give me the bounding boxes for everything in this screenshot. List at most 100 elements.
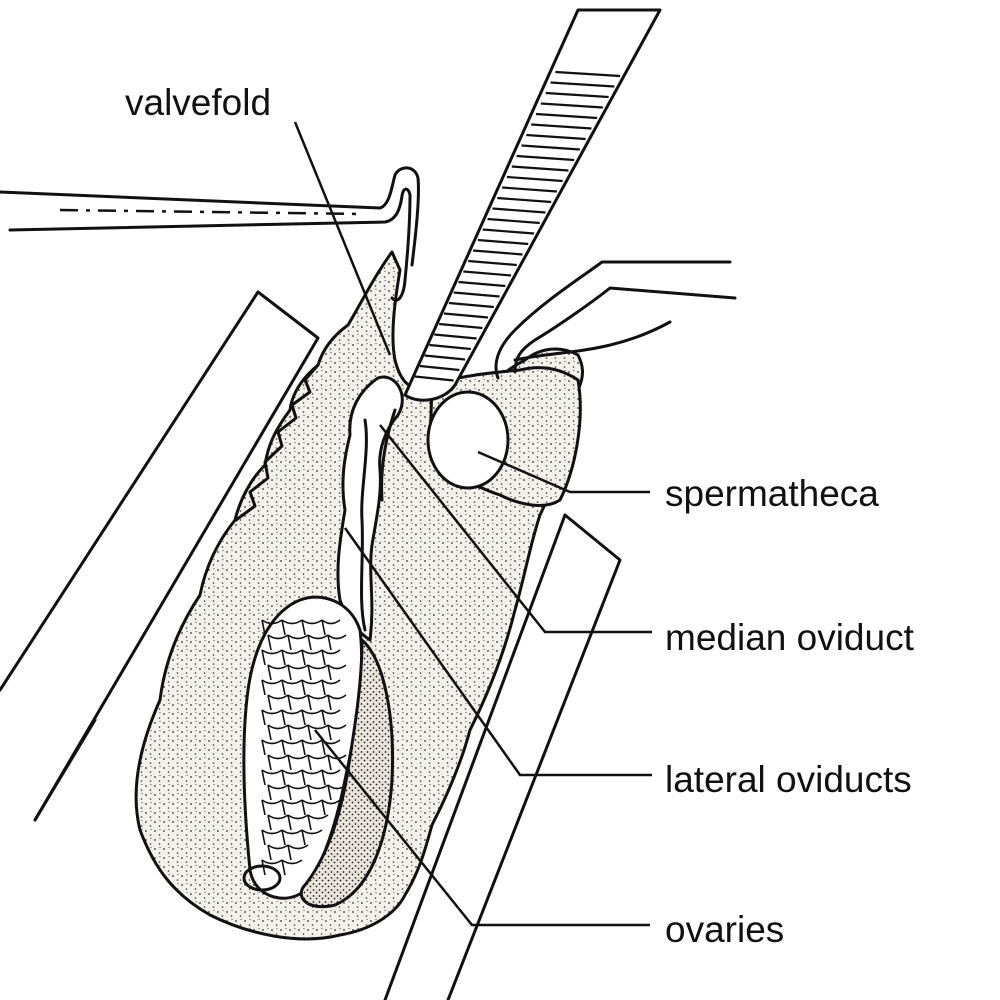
ovary-net-cell — [281, 709, 303, 726]
blade-hatch-line — [545, 91, 609, 99]
ovary-net-cell — [261, 829, 283, 846]
ovary-net-cell — [301, 649, 323, 666]
label-median-oviduct: median oviduct — [665, 617, 915, 658]
blade-hatch-line — [429, 343, 471, 351]
ovary-net-cell — [327, 664, 347, 681]
ovary-net-cell — [287, 754, 309, 771]
ovary-net-cell — [267, 634, 289, 651]
label-spermatheca: spermatheca — [665, 473, 879, 514]
blade-hatch-line — [555, 70, 621, 78]
label-valvefold: valvefold — [125, 82, 271, 123]
ovary-net-cell — [267, 844, 289, 861]
ovary-net-cell — [267, 784, 289, 801]
ovary-net-cell — [287, 694, 309, 711]
blade-hatch-line — [477, 238, 529, 246]
ovary-net-cell — [321, 709, 341, 726]
ovary-net-cell — [301, 679, 323, 696]
blade-hatch-line — [526, 133, 586, 141]
ovary-net-cell — [261, 769, 283, 786]
ovary-net-cell — [287, 844, 309, 861]
blade-hatch-line — [482, 228, 535, 235]
left-body-wall — [0, 290, 320, 822]
ovary-net-cell — [301, 829, 323, 846]
ovary-net-cell — [267, 664, 289, 681]
ovary-net-cell — [301, 709, 323, 726]
blade-hatch-line — [443, 312, 489, 319]
blade-hatch-line — [458, 280, 506, 288]
ovary-net-cell — [301, 799, 323, 816]
ovary-net-cell — [307, 784, 329, 801]
ovary-net-cell — [281, 859, 303, 876]
ovary-net-cell — [321, 799, 341, 816]
ovary-net-cell — [261, 619, 283, 636]
ovary-net-cell — [321, 769, 341, 786]
ovary-net-cell — [307, 814, 329, 831]
ovary-net-cell — [281, 649, 303, 666]
blade-hatch-line — [419, 364, 460, 372]
ovary-right — [299, 638, 394, 908]
blade-hatch-line — [448, 301, 494, 309]
ovary-net-cell — [327, 724, 347, 741]
blade-hatch-line — [511, 165, 569, 172]
label-lateral-oviducts: lateral oviducts — [665, 759, 912, 800]
blade-hatch-line — [531, 123, 592, 130]
ovary-net-cell — [281, 739, 303, 756]
spermatheca — [426, 390, 510, 490]
right-probe — [494, 260, 737, 380]
blade-hatch-line — [521, 144, 581, 151]
ovary-net-cell — [281, 619, 303, 636]
blade-hatch-line — [516, 154, 575, 162]
blade-hatch-line — [414, 375, 454, 382]
blade-hatch-line — [506, 175, 563, 183]
ovary-net-cell — [327, 694, 347, 711]
blade-hatch-line — [550, 81, 615, 88]
ovary-net-cell — [261, 739, 283, 756]
ovary-net-cell — [261, 799, 283, 816]
blade-hatch-line — [468, 259, 517, 267]
blade-hatch-line — [540, 102, 603, 109]
ovary-net-cell — [261, 709, 283, 726]
hook-probe — [0, 166, 420, 302]
ovary-net-cell — [301, 619, 323, 636]
ovary-net-cell — [287, 724, 309, 741]
ovary-net-cell — [281, 769, 303, 786]
oviduct-tubes — [336, 375, 404, 642]
ovary-net-cell — [321, 649, 341, 666]
ovary-net-cell — [281, 829, 303, 846]
ovary-net-cell — [267, 724, 289, 741]
ovary-net-cell — [307, 664, 329, 681]
ovary-net-cell — [321, 619, 341, 636]
ovary-net-cell — [321, 679, 341, 696]
label-ovaries: ovaries — [665, 909, 784, 950]
right-body-wall — [383, 513, 622, 1000]
ovary-net-cell — [261, 649, 283, 666]
blade-hatch-line — [492, 207, 546, 214]
leader-lines — [293, 121, 652, 927]
blade-hatch-line — [453, 291, 500, 298]
ovary-net-cell — [301, 769, 323, 786]
ovary-net-cell — [267, 694, 289, 711]
ovary-net-cell — [261, 679, 283, 696]
tissue-edge — [234, 363, 320, 522]
ovary-net-cell — [307, 724, 329, 741]
ovary-net-cell — [281, 799, 303, 816]
blade-hatch-line — [487, 217, 540, 225]
blade-hatch-line — [439, 322, 483, 330]
ovary-net-cell — [281, 679, 303, 696]
ovary-net-cell — [287, 784, 309, 801]
ovary-net-cell — [307, 634, 329, 651]
ovary-net-cell — [287, 664, 309, 681]
blade-hatch-line — [535, 112, 598, 120]
forceps-blade — [403, 8, 662, 402]
ovary-net-cell — [287, 814, 309, 831]
blade-hatch-line — [497, 196, 552, 204]
blade-hatch-line — [463, 270, 512, 277]
ovary-net-cell — [327, 634, 347, 651]
ovary-net-cell — [307, 694, 329, 711]
blade-hatch-line — [502, 186, 558, 193]
ovary-net-cell — [307, 754, 329, 771]
ovary-net-cell — [267, 814, 289, 831]
blade-hatch-line — [424, 354, 466, 361]
